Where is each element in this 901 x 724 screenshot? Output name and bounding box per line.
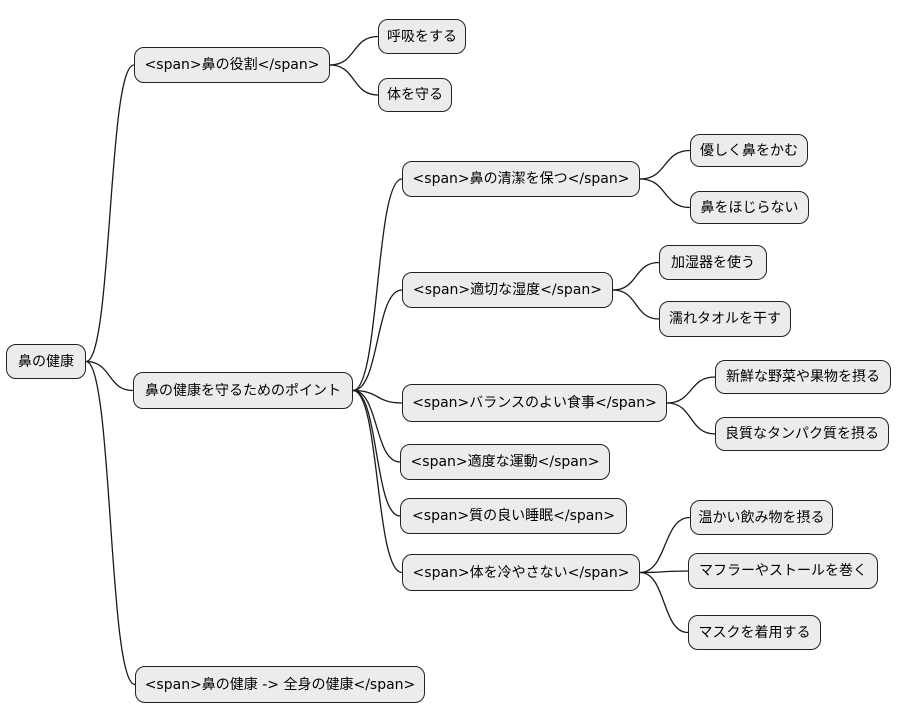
- connector-edge: [352, 389, 403, 404]
- node-no-nose-picking: 鼻をほじらない: [690, 191, 809, 224]
- connector-edge: [352, 178, 403, 392]
- connector-edge: [639, 571, 689, 634]
- connector-edge: [85, 64, 135, 363]
- node-nose-health: 鼻の健康: [6, 344, 86, 379]
- node-keep-nose-clean: <span>鼻の清潔を保つ</span>: [402, 161, 640, 197]
- node-use-humidifier: 加湿器を使う: [659, 245, 767, 280]
- connector-edge: [352, 389, 401, 463]
- node-wear-mask: マスクを着用する: [688, 615, 821, 650]
- node-breathing: 呼吸をする: [378, 19, 466, 54]
- node-quality-sleep: <span>質の良い睡眠</span>: [400, 498, 627, 534]
- connector-edge: [352, 289, 403, 392]
- node-protect-body: 体を守る: [378, 78, 452, 112]
- node-fresh-vegetables-fruits: 新鮮な野菜や果物を摂る: [715, 360, 891, 394]
- connector-edge: [612, 261, 660, 291]
- connector-edge: [639, 570, 689, 574]
- connector-edge: [85, 360, 136, 686]
- connector-edge: [666, 376, 716, 404]
- connector-edge: [352, 389, 401, 517]
- connector-edge: [85, 360, 134, 392]
- node-warm-drinks: 温かい飲み物を摂る: [690, 500, 833, 535]
- node-scarf-stole: マフラーやストールを巻く: [688, 553, 878, 589]
- connector-edge: [329, 35, 379, 66]
- node-quality-protein: 良質なタンパク質を摂る: [715, 417, 889, 451]
- node-balanced-diet: <span>バランスのよい食事</span>: [402, 384, 667, 422]
- connector-edge: [666, 402, 716, 435]
- connector-edge: [329, 64, 379, 96]
- node-hang-wet-towel: 濡れタオルを干す: [659, 301, 791, 337]
- node-blow-nose-gently: 優しく鼻をかむ: [690, 134, 808, 167]
- connector-edge: [639, 149, 691, 180]
- node-nose-roles: <span>鼻の役割</span>: [134, 47, 330, 83]
- node-proper-humidity: <span>適切な湿度</span>: [402, 272, 613, 308]
- node-moderate-exercise: <span>適度な運動</span>: [400, 444, 610, 480]
- node-nose-to-whole-body-health: <span>鼻の健康 -> 全身の健康</span>: [135, 666, 425, 703]
- connector-edge: [639, 516, 691, 574]
- connector-edge: [612, 289, 660, 320]
- connector-edge: [639, 178, 691, 209]
- node-keep-body-warm: <span>体を冷やさない</span>: [402, 554, 640, 591]
- connector-edge: [352, 389, 403, 574]
- node-health-points: 鼻の健康を守るためのポイント: [133, 372, 353, 409]
